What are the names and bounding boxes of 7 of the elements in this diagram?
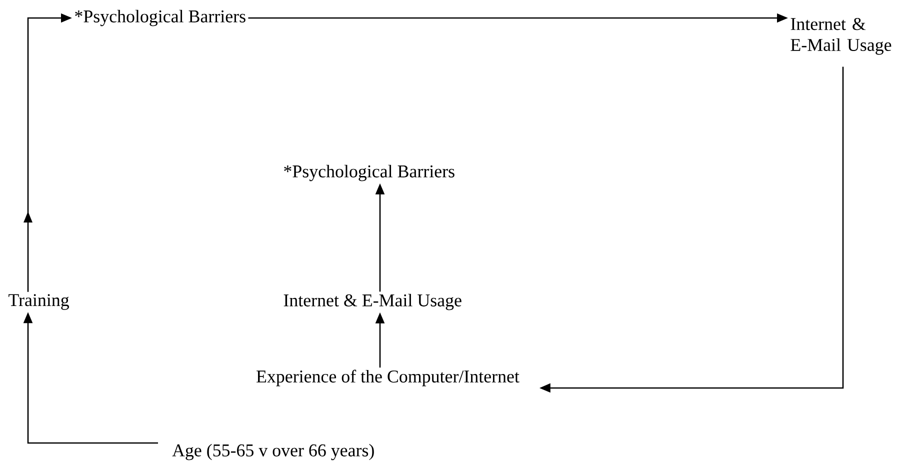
node-label: Internet & E-Mail Usage <box>790 18 892 55</box>
node-label: Training <box>8 294 69 310</box>
node-label: Internet & E-Mail Usage <box>284 294 462 310</box>
node-label: *Psychological Barriers <box>284 164 454 182</box>
node-label: Age (55-65 v over 66 years) <box>172 444 374 460</box>
node-label: Experience of the Computer/Internet <box>256 370 520 386</box>
node-label: *Psychological Barriers <box>75 10 246 26</box>
